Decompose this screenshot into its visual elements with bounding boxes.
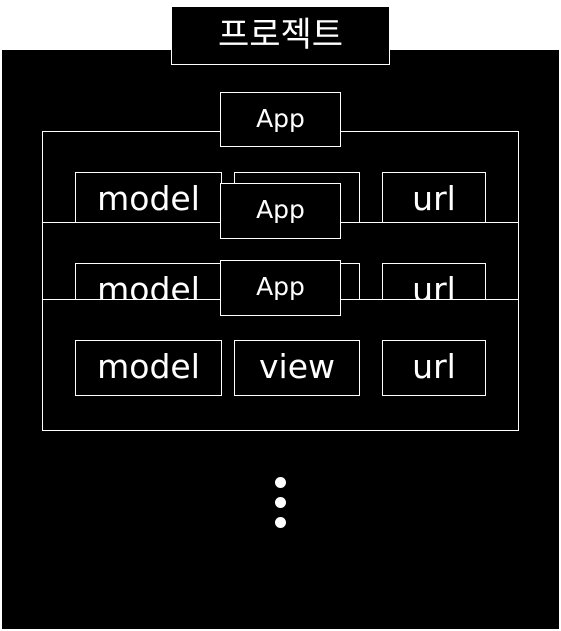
ellipsis-dot [275,477,286,488]
ellipsis-dot [275,517,286,528]
project-title: 프로젝트 [171,6,390,65]
model-box-1: model [75,172,222,224]
app-label-3: App [220,260,341,316]
model-box-2: model [75,263,222,301]
url-box-3: url [382,340,486,396]
url-box-2: url [382,263,486,301]
app-label-2: App [220,183,341,239]
app-label-1: App [220,92,341,147]
view-box-3: view [234,340,360,396]
model-box-3: model [75,340,222,396]
ellipsis-dot [275,497,286,508]
url-box-1: url [382,172,486,224]
